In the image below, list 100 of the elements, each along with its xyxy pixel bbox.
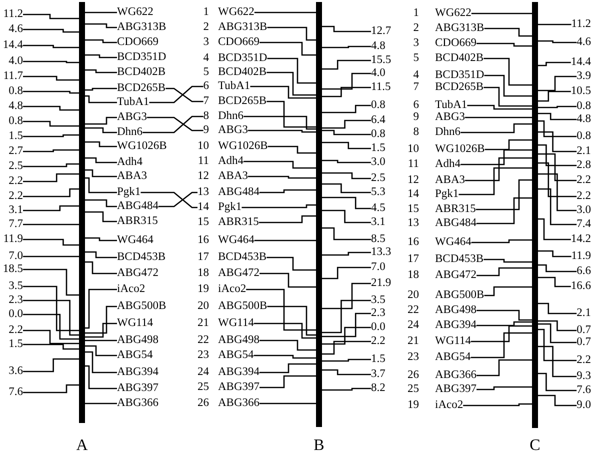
leader-line — [267, 58, 316, 84]
marker-label: iAco2 — [117, 283, 146, 296]
chromosome-label: C — [530, 437, 540, 455]
distance-value: 0.8 — [576, 100, 591, 113]
leader-line — [23, 256, 79, 258]
leader-line — [484, 86, 532, 107]
distance-value: 0.7 — [576, 336, 591, 349]
marker-number: 16 — [408, 236, 419, 249]
leader-line — [23, 238, 79, 246]
marker-number: 11 — [408, 158, 419, 171]
distance-value: 2.2 — [371, 335, 386, 348]
leader-line — [322, 172, 371, 180]
leader-line — [23, 344, 79, 350]
connector-line — [158, 192, 198, 208]
marker-label: BCD351D — [117, 51, 166, 64]
marker-label: TubA1 — [218, 80, 250, 93]
leader-line — [322, 369, 371, 376]
leader-line — [85, 69, 117, 74]
distance-value: 3.9 — [576, 70, 591, 83]
leader-line — [23, 149, 79, 152]
chromosome-label: A — [76, 437, 88, 455]
leader-line — [260, 375, 316, 388]
leader-line — [484, 139, 532, 150]
marker-label: ABG366 — [218, 397, 260, 410]
leader-line — [246, 288, 316, 331]
marker-number: 18 — [198, 267, 209, 280]
marker-label: BCD453B — [435, 253, 484, 266]
marker-number: 9 — [413, 111, 419, 124]
distance-value: 0.8 — [371, 99, 386, 112]
marker-label: BCD402B — [117, 66, 166, 79]
marker-label: CDO669 — [117, 36, 159, 49]
marker-number: 19 — [198, 283, 209, 296]
leader-line — [538, 40, 577, 44]
distance-value: 1.5 — [371, 142, 386, 155]
marker-number: 24 — [408, 319, 419, 332]
marker-number: 25 — [408, 383, 419, 396]
leader-line — [322, 86, 371, 98]
leader-line — [322, 183, 371, 194]
marker-label: ABG3 — [117, 111, 148, 124]
leader-line — [85, 211, 117, 222]
leader-line — [85, 322, 117, 338]
leader-line — [322, 196, 371, 210]
leader-line — [484, 286, 532, 296]
leader-line — [538, 218, 571, 240]
leader-line — [260, 363, 316, 374]
marker-label: ABG498 — [218, 334, 260, 347]
marker-label: ABG472 — [117, 267, 159, 280]
distance-value: 10.5 — [570, 85, 591, 98]
leader-line — [85, 54, 117, 58]
marker-number: 3 — [413, 37, 419, 50]
marker-label: WG114 — [117, 317, 153, 330]
distance-value: 4.0 — [8, 55, 23, 68]
leader-line — [85, 345, 117, 356]
leader-line — [538, 302, 577, 314]
marker-number: 3 — [203, 36, 209, 49]
marker-number: 26 — [198, 397, 209, 410]
distance-value: 0.7 — [576, 324, 591, 337]
leader-line — [254, 12, 316, 14]
marker-label: BCD402B — [218, 66, 267, 79]
leader-line — [458, 167, 532, 196]
marker-label: ABG484 — [218, 186, 260, 199]
leader-line — [268, 146, 316, 154]
distance-value: 2.2 — [576, 354, 591, 367]
leader-line — [85, 402, 117, 404]
marker-label: BCD453B — [117, 251, 166, 264]
leader-line — [538, 62, 571, 66]
connector-line — [166, 88, 204, 102]
marker-label: BCD351D — [435, 69, 484, 82]
marker-label: ABG3 — [218, 124, 248, 137]
leader-line — [85, 116, 117, 125]
leader-line — [538, 24, 572, 26]
leader-line — [322, 26, 371, 32]
leader-line — [476, 179, 532, 210]
marker-label: ABG498 — [435, 304, 477, 317]
leader-line — [484, 74, 532, 97]
leader-line — [538, 328, 577, 362]
marker-number: 6 — [203, 80, 209, 93]
marker-label: WG622 — [218, 6, 254, 19]
leader-line — [260, 402, 316, 404]
distance-value: 7.4 — [576, 218, 591, 231]
marker-number: 2 — [203, 21, 209, 34]
marker-number: 13 — [408, 217, 419, 230]
distance-value: 0.8 — [8, 85, 23, 98]
marker-label: BCD351D — [218, 52, 268, 65]
distance-value: 11.9 — [571, 250, 591, 263]
leader-line — [23, 224, 79, 226]
distance-value: 3.0 — [576, 204, 591, 217]
marker-label: ABG472 — [435, 269, 477, 282]
marker-label: Adh4 — [435, 158, 461, 171]
marker-label: BCD265B — [117, 82, 166, 95]
marker-label: ABG313B — [117, 21, 166, 34]
marker-number: 7 — [413, 81, 419, 94]
leader-line — [85, 261, 117, 274]
leader-line — [471, 12, 532, 14]
distance-value: 4.5 — [371, 202, 386, 215]
marker-label: ABA3 — [435, 174, 466, 187]
marker-label: ABG484 — [117, 200, 159, 213]
marker-number: 25 — [198, 381, 209, 394]
marker-label: Adh4 — [117, 156, 143, 169]
leader-line — [23, 60, 79, 64]
